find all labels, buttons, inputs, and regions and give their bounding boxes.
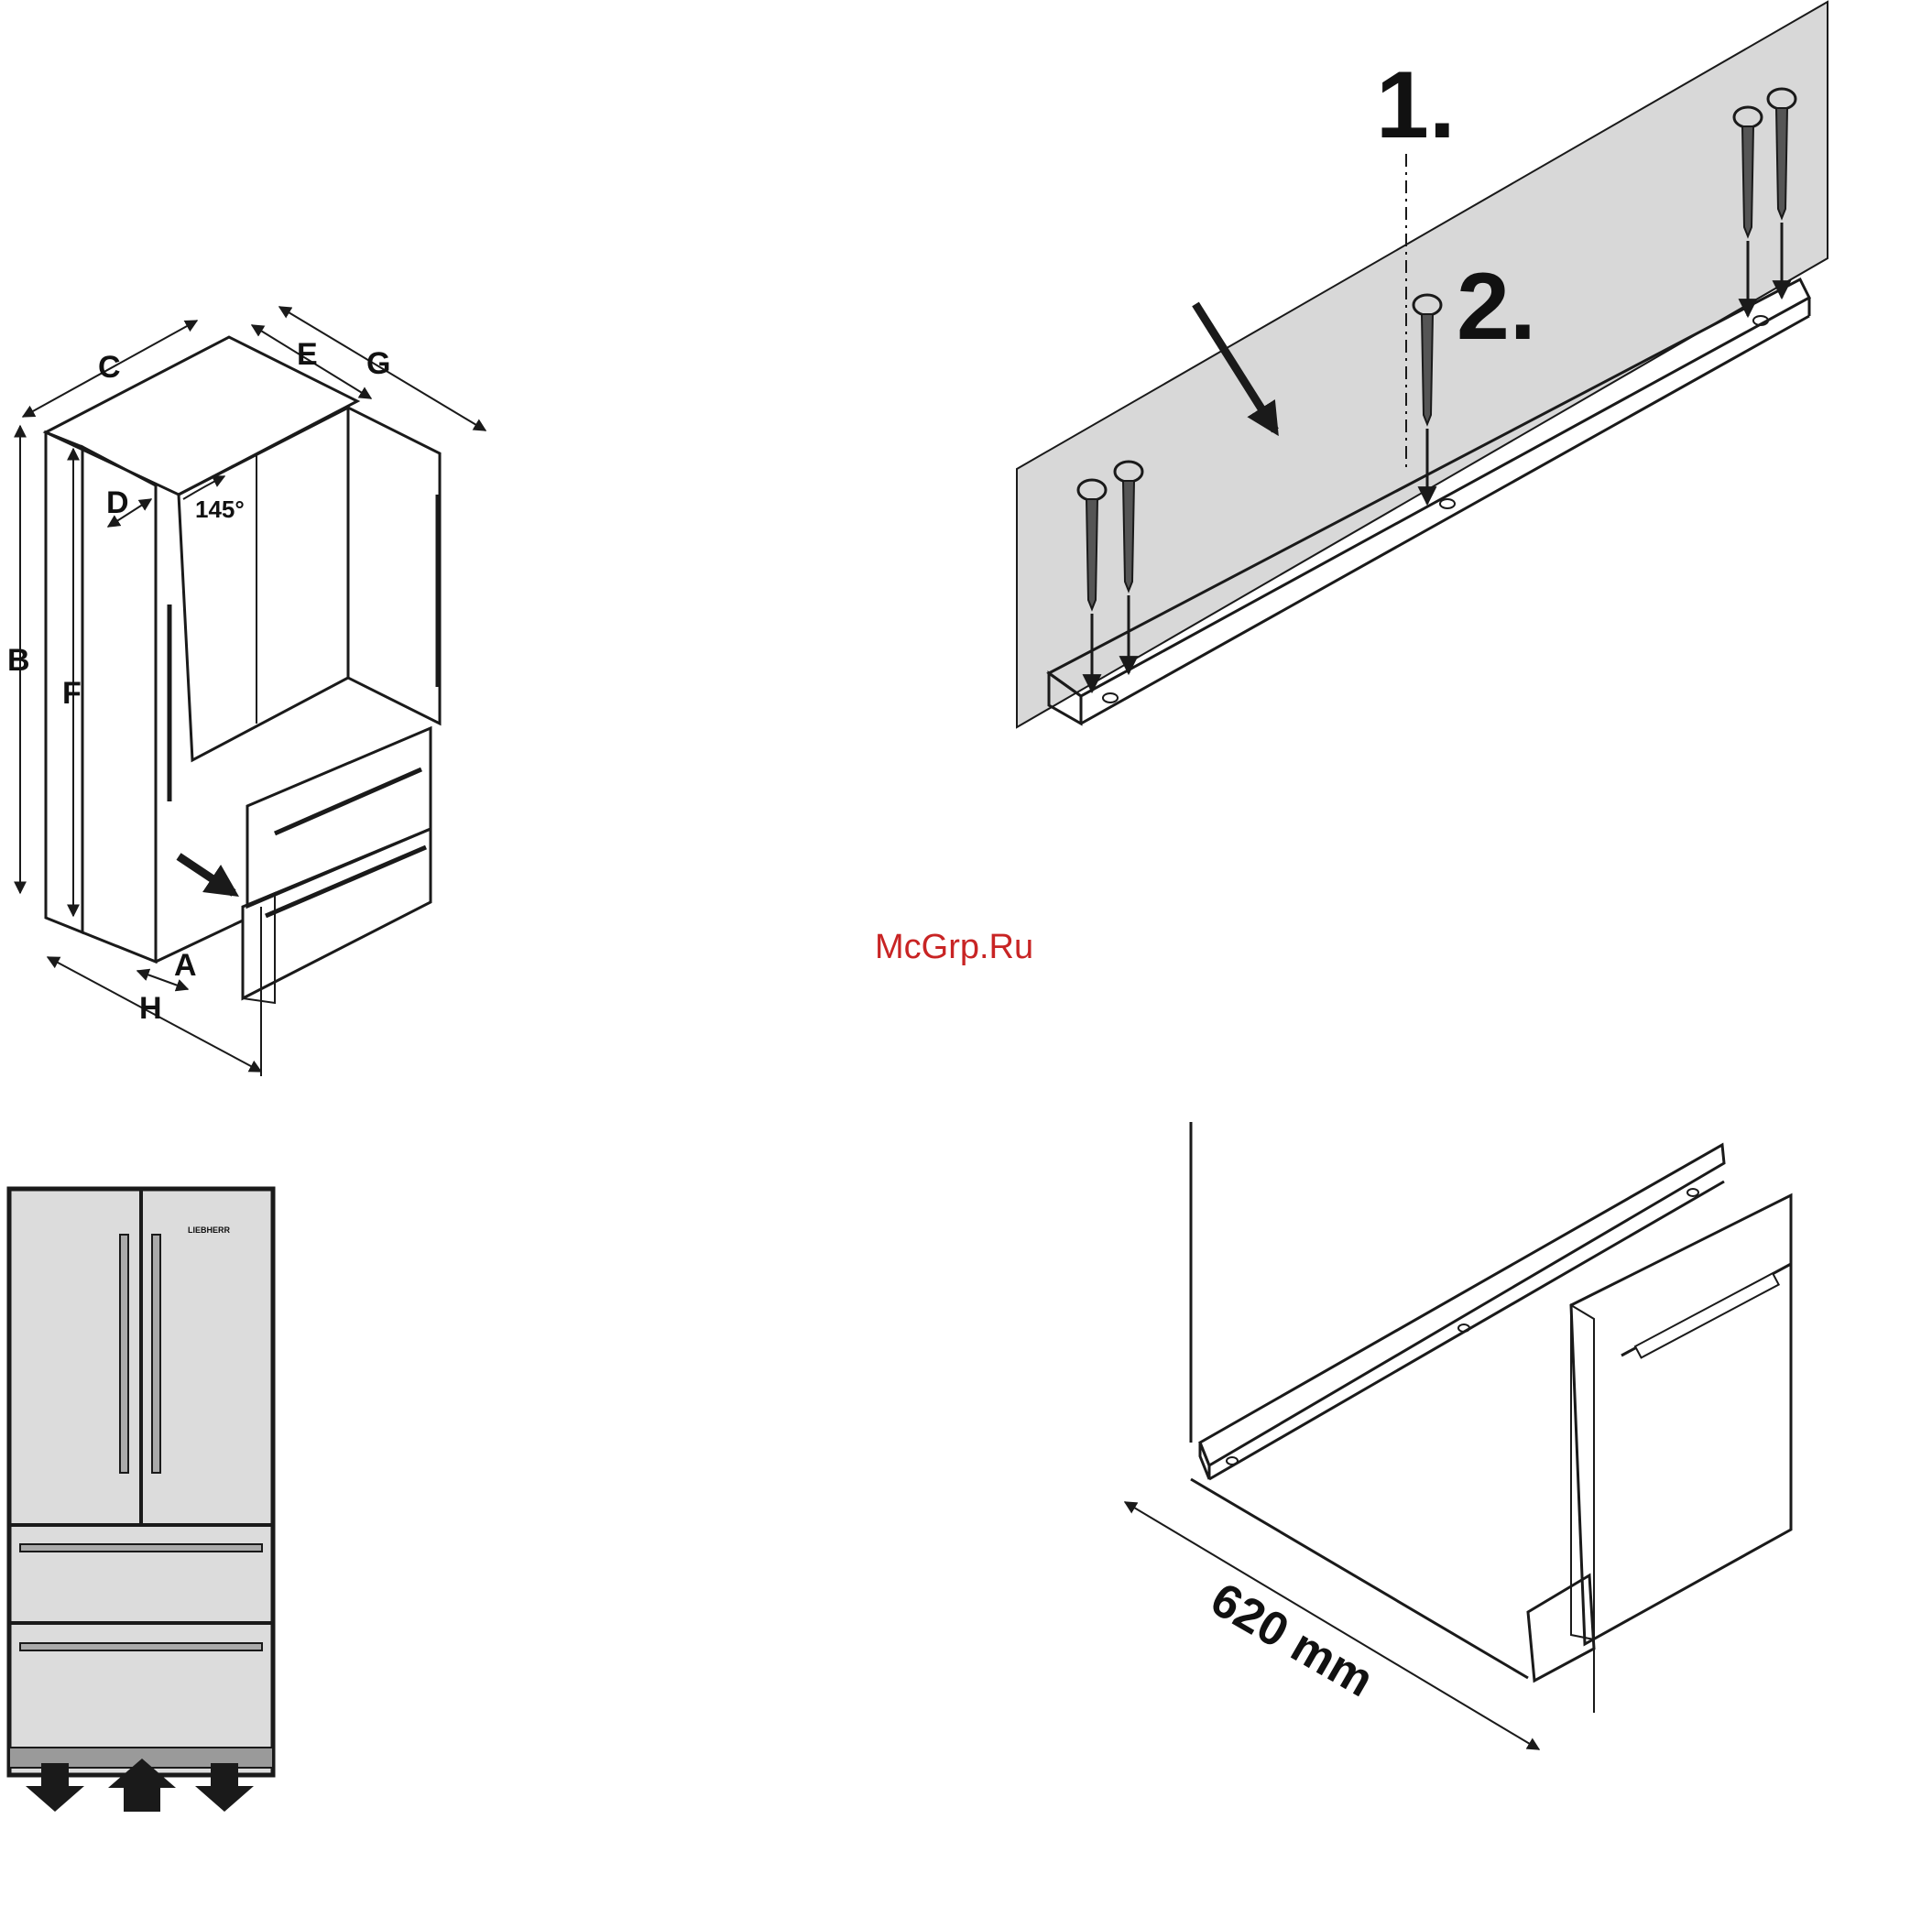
brand-logo: LIEBHERR <box>188 1225 231 1235</box>
figure-floor-rail-depth: 620 mm <box>1125 1122 1791 1749</box>
left-door-handle <box>120 1235 128 1473</box>
lower-drawer-side <box>243 893 275 1003</box>
dimension-label-h: H <box>139 991 162 1026</box>
angle-label: 145° <box>195 496 245 523</box>
dimension-label-b: B <box>7 643 30 678</box>
base-edge <box>156 920 243 962</box>
lower-drawer-handle <box>266 847 426 916</box>
right-door-handle <box>152 1235 160 1473</box>
figure-fridge-front-view: LIEBHERR <box>9 1189 273 1812</box>
rail-hole <box>1227 1457 1238 1465</box>
appliance-handle <box>1635 1273 1779 1357</box>
step-2-label: 2. <box>1457 254 1536 360</box>
rail-hole <box>1103 693 1118 702</box>
right-door <box>348 408 440 724</box>
dimension-label-f: F <box>62 676 82 711</box>
dimension-label-e: E <box>297 337 318 372</box>
cabinet-interior <box>179 408 348 760</box>
floor-rail-top <box>1200 1145 1724 1465</box>
upper-drawer-handle <box>20 1544 262 1552</box>
drawer-pull-arrow <box>179 856 234 893</box>
dimension-label-d: D <box>106 485 129 520</box>
depth-dimension-line <box>1125 1502 1539 1749</box>
figure-dimension-drawing: A B C D E F G H 145° <box>7 307 486 1076</box>
appliance-side <box>1571 1195 1791 1644</box>
dimension-label-c: C <box>98 350 121 385</box>
lower-drawer-handle <box>20 1643 262 1650</box>
rail-hole <box>1440 499 1455 508</box>
left-door <box>82 447 156 962</box>
dimension-label-g: G <box>366 346 390 381</box>
floor-rail-end <box>1200 1443 1209 1479</box>
watermark: McGrp.Ru <box>875 928 1033 966</box>
figure-wall-rail-mounting: 1. 2. <box>1017 2 1828 727</box>
upper-drawer <box>247 728 431 907</box>
step-1-label: 1. <box>1376 52 1456 158</box>
dimension-label-a: A <box>174 948 197 983</box>
rail-hole <box>1687 1189 1698 1196</box>
upper-drawer-handle <box>275 769 421 833</box>
